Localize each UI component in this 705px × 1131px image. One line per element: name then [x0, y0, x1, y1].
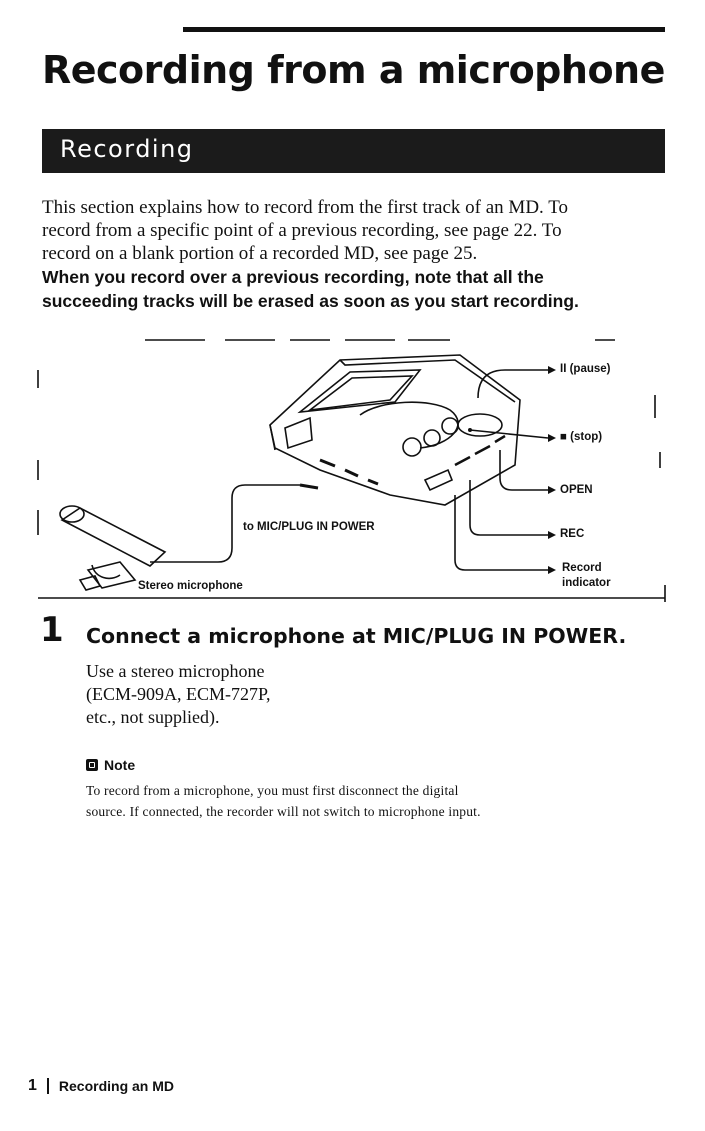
label-pause: II (pause) — [560, 363, 611, 375]
note-body: To record from a microphone, you must fi… — [86, 780, 666, 822]
note-line: To record from a microphone, you must fi… — [86, 783, 459, 798]
step-line: Use a stereo microphone — [86, 661, 265, 681]
intro-line: This section explains how to record from… — [42, 197, 568, 218]
note-line: source. If connected, the recorder will … — [86, 804, 481, 819]
note-title: Note — [104, 757, 136, 773]
intro-text: This section explains how to record from… — [42, 196, 667, 313]
footer-divider — [46, 1078, 49, 1094]
page-footer: 1 Recording an MD — [28, 1077, 174, 1095]
intro-line: record on a blank portion of a recorded … — [42, 243, 478, 264]
step-body: Use a stereo microphone (ECM-909A, ECM-7… — [86, 660, 271, 729]
label-jack: to MIC/PLUG IN POWER — [243, 521, 375, 533]
label-record-indicator: Record — [562, 562, 602, 574]
warning-line: succeeding tracks will be erased as soon… — [42, 291, 579, 311]
page-title: Recording from a microphone — [42, 48, 665, 92]
section-header: Recording — [42, 129, 665, 173]
note-heading: Note — [86, 757, 135, 773]
note-icon — [86, 759, 98, 771]
step-number: 1 — [40, 610, 64, 650]
label-record-indicator: indicator — [562, 577, 611, 589]
page-number: 1 — [28, 1077, 37, 1094]
warning-line: When you record over a previous recordin… — [42, 267, 544, 287]
step-line: (ECM-909A, ECM-727P, — [86, 684, 271, 704]
label-stop: ■ (stop) — [560, 431, 603, 443]
footer-section: Recording an MD — [58, 1078, 175, 1094]
section-title: Recording — [60, 135, 194, 163]
intro-line: record from a specific point of a previo… — [42, 220, 562, 241]
md-recorder-drawing — [37, 339, 666, 602]
label-rec: REC — [560, 528, 585, 540]
device-illustration: II (pause) ■ (stop) OPEN REC Record indi… — [0, 330, 705, 620]
label-microphone: Stereo microphone — [138, 580, 243, 592]
top-rule — [183, 27, 665, 32]
step-heading: Connect a microphone at MIC/PLUG IN POWE… — [86, 624, 627, 648]
label-open: OPEN — [560, 484, 593, 496]
step-line: etc., not supplied). — [86, 707, 220, 727]
